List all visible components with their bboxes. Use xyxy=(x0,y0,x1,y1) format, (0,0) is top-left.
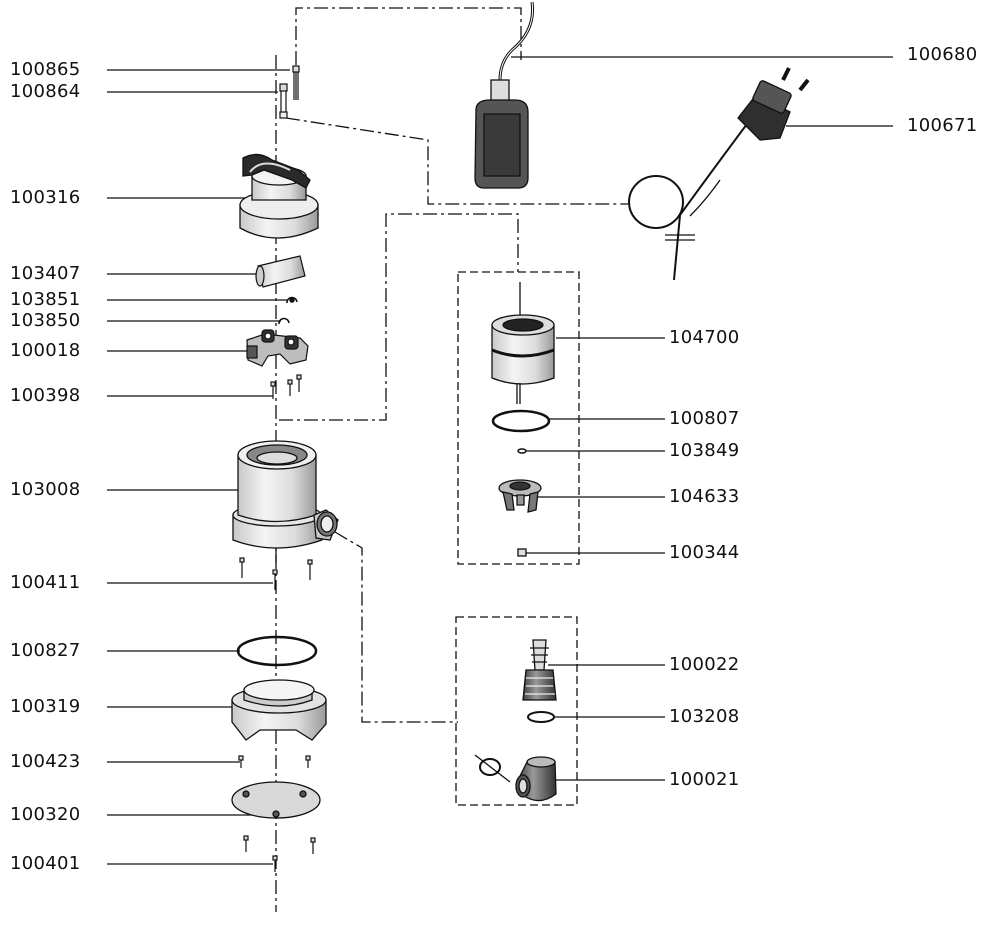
part-label: 100827 xyxy=(10,640,81,661)
part-label: 100398 xyxy=(10,385,81,406)
oring-103208 xyxy=(527,711,555,723)
part-label: 100401 xyxy=(10,853,81,874)
part-label: 103208 xyxy=(669,706,740,727)
top-cover-100316 xyxy=(239,153,319,239)
motor-group-box xyxy=(457,271,580,565)
connector-cable xyxy=(285,117,628,205)
part-label: 100680 xyxy=(907,44,978,65)
screws-100423 xyxy=(238,755,311,768)
part-label: 100022 xyxy=(669,654,740,675)
clip-103850 xyxy=(278,317,290,325)
part-label: 100807 xyxy=(669,408,740,429)
part-label: 103850 xyxy=(10,310,81,331)
washer-103849 xyxy=(517,448,527,454)
part-label: 100018 xyxy=(10,340,81,361)
part-label: 100021 xyxy=(669,769,740,790)
screw-100864 xyxy=(279,83,288,119)
screws-100401 xyxy=(243,835,316,872)
screws-100411 xyxy=(239,557,313,590)
part-label: 100316 xyxy=(10,187,81,208)
part-label: 100864 xyxy=(10,81,81,102)
part-label: 104700 xyxy=(669,327,740,348)
part-label: 100423 xyxy=(10,751,81,772)
base-100319 xyxy=(231,679,327,741)
motor-104700 xyxy=(491,282,555,404)
power-plug-100671 xyxy=(628,67,810,281)
clip-103851 xyxy=(286,296,298,304)
part-label: 100344 xyxy=(669,542,740,563)
oring-100827 xyxy=(236,635,318,667)
tube-103407 xyxy=(255,255,306,288)
connector-float xyxy=(295,7,522,65)
oring-100807 xyxy=(491,409,551,433)
part-label: 100411 xyxy=(10,572,81,593)
part-label: 103851 xyxy=(10,289,81,310)
screws-100398 xyxy=(270,374,302,399)
part-label: 100865 xyxy=(10,59,81,80)
connector-motor xyxy=(279,213,519,421)
elbow-100021 xyxy=(474,754,557,802)
bottom-plate-100320 xyxy=(231,781,321,819)
part-label: 100671 xyxy=(907,115,978,136)
fitting-100022 xyxy=(522,639,557,701)
part-label: 100319 xyxy=(10,696,81,717)
part-label: 104633 xyxy=(669,486,740,507)
part-label: 103008 xyxy=(10,479,81,500)
fitting-group-box xyxy=(455,616,578,806)
pump-body-103008 xyxy=(232,440,339,562)
part-label: 100320 xyxy=(10,804,81,825)
part-label: 103407 xyxy=(10,263,81,284)
bracket-100018 xyxy=(246,329,309,367)
connector-outlet xyxy=(334,531,458,723)
float-switch-100680 xyxy=(474,1,535,189)
nut-100344 xyxy=(517,548,527,557)
screw-100865 xyxy=(292,65,300,100)
part-label: 103849 xyxy=(669,440,740,461)
impeller-104633 xyxy=(498,479,542,513)
